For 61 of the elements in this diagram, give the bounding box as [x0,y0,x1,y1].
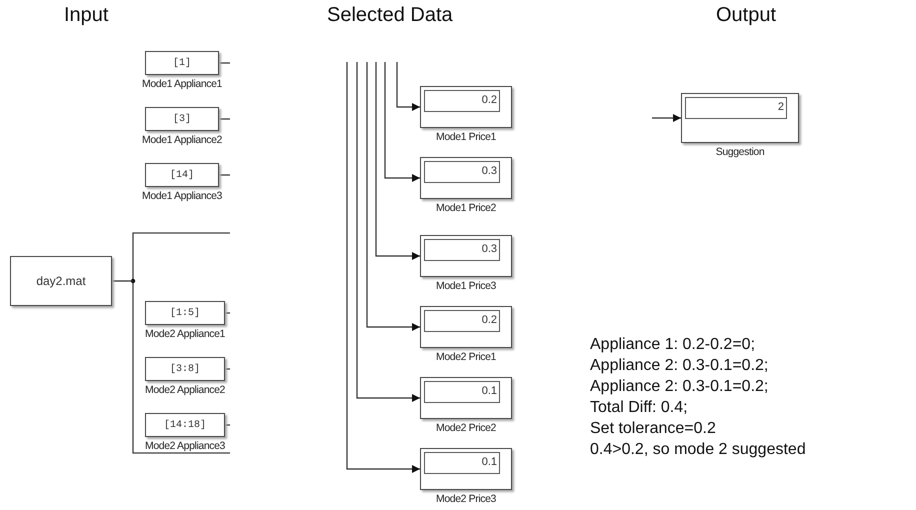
connector-line [219,118,230,120]
selector-block [145,51,219,75]
block-caption: Mode2 Price3 [436,493,496,505]
section-heading: Output [716,4,776,27]
arrow [384,62,420,182]
connector-line [112,280,133,282]
display-block [420,86,512,128]
display-block [420,448,512,490]
file-name: day2.mat [36,274,86,288]
block-caption: Mode1 Appliance2 [142,134,222,146]
display-value: 0.1 [424,381,500,403]
file-source-block [10,256,112,306]
note-text: Appliance 1: 0.2-0.2=0; [590,336,756,354]
block-caption: Mode2 Appliance2 [145,384,225,396]
note-text: 0.4>0.2, so mode 2 suggested [590,441,806,459]
block-caption: Suggestion [716,146,764,158]
selector-block [145,413,225,437]
block-caption: Mode2 Price1 [436,351,496,363]
arrow [366,62,420,331]
index-text: [1] [172,58,191,68]
display-block [420,377,512,419]
display-block [420,157,512,199]
display-block [681,93,799,143]
display-value: 0.1 [424,452,500,474]
arrow [396,62,420,111]
block-caption: Mode2 Price2 [436,422,496,434]
block-caption: Mode2 Appliance3 [145,440,225,452]
selector-block [145,357,225,381]
selector-block [145,301,225,325]
display-value: 0.2 [424,310,500,332]
block-caption: Mode1 Price3 [436,280,496,292]
index-text: [14:18] [164,420,206,430]
display-value: 2 [685,97,787,119]
note-text: Appliance 2: 0.3-0.1=0.2; [590,378,768,396]
connector-line [219,62,230,64]
section-heading: Selected Data [327,4,453,27]
arrow [652,114,681,122]
display-block [420,235,512,277]
note-text: Set tolerance=0.2 [590,420,716,438]
block-caption: Mode2 Appliance1 [145,328,225,340]
index-text: [1:5] [170,308,200,318]
selector-block [145,163,219,187]
display-value: 0.3 [424,161,500,183]
display-value: 0.2 [424,90,500,112]
block-caption: Mode1 Price2 [436,202,496,214]
arrow [356,62,420,402]
index-text: [3] [172,114,191,124]
block-caption: Mode1 Appliance1 [142,78,222,90]
connector-line [219,174,230,176]
note-text: Appliance 2: 0.3-0.1=0.2; [590,357,768,375]
note-text: Total Diff: 0.4; [590,399,688,417]
arrow [375,62,420,260]
block-caption: Mode1 Price1 [436,131,496,143]
index-text: [3:8] [170,364,200,374]
arrow [346,62,420,473]
display-block [420,306,512,348]
display-value: 0.3 [424,239,500,261]
block-caption: Mode1 Appliance3 [142,190,222,202]
selector-block [145,107,219,131]
section-heading: Input [64,4,108,27]
index-text: [14] [170,170,194,180]
